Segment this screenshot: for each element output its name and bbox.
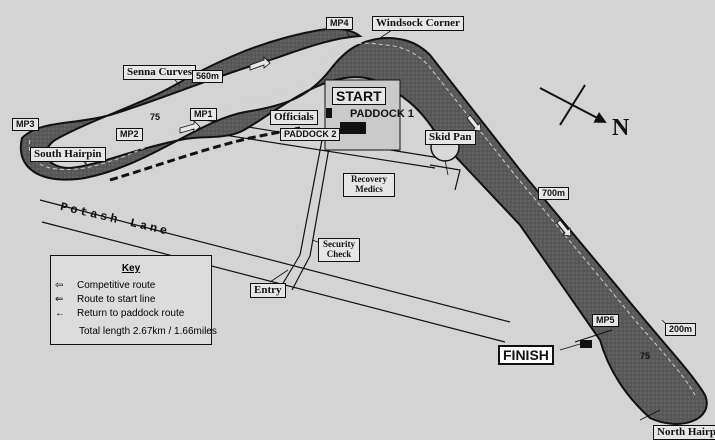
thin-arrow-icon: ← <box>55 308 65 319</box>
label-paddock-1: PADDOCK 1 <box>350 108 414 120</box>
open-arrow-icon: ⇦ <box>55 280 64 291</box>
legend-item: ← Return to paddock route <box>55 308 184 319</box>
label-north-hairpin: North Hairpin <box>653 425 715 440</box>
label-distance-700m: 700m <box>538 187 570 200</box>
label-speed-75-right: 75 <box>640 351 651 361</box>
label-entry: Entry <box>250 283 286 298</box>
legend-item-label: Competitive route <box>77 280 156 291</box>
label-finish: FINISH <box>498 345 554 365</box>
label-security-check: Security Check <box>318 238 360 262</box>
label-distance-200m: 200m <box>665 323 697 336</box>
label-mp4: MP4 <box>326 17 353 30</box>
label-distance-560m: 560m <box>192 70 224 83</box>
finish-line-marker <box>574 329 613 348</box>
label-start: START <box>332 87 386 105</box>
legend-total-length: Total length 2.67km / 1.66miles <box>79 326 217 337</box>
legend-item-label: Route to start line <box>77 294 156 305</box>
label-recovery-medics: Recovery Medics <box>343 173 395 197</box>
label-officials: Officials <box>270 110 318 125</box>
label-south-hairpin: South Hairpin <box>30 147 106 162</box>
legend-item: ⇐ Route to start line <box>55 294 155 305</box>
label-senna-curves: Senna Curves <box>123 65 197 80</box>
legend-item-label: Return to paddock route <box>77 308 185 319</box>
compass-letter: N <box>612 115 630 141</box>
double-arrow-icon: ⇐ <box>55 294 64 305</box>
label-skid-pan: Skid Pan <box>425 130 476 145</box>
legend-title: Key <box>121 263 141 274</box>
legend-key: Key ⇦ Competitive route ⇐ Route to start l… <box>50 255 217 345</box>
label-mp2: MP2 <box>116 128 143 141</box>
legend-item: ⇦ Competitive route <box>55 280 155 291</box>
potash-lane-road <box>39 199 511 343</box>
label-mp5: MP5 <box>592 314 619 327</box>
label-paddock-2: PADDOCK 2 <box>280 128 341 141</box>
north-arrow-icon <box>539 84 607 126</box>
label-speed-75-left: 75 <box>150 112 161 122</box>
track <box>19 27 708 425</box>
label-mp1: MP1 <box>190 108 217 121</box>
label-mp3: MP3 <box>12 118 39 131</box>
label-windsock-corner: Windsock Corner <box>372 16 464 31</box>
